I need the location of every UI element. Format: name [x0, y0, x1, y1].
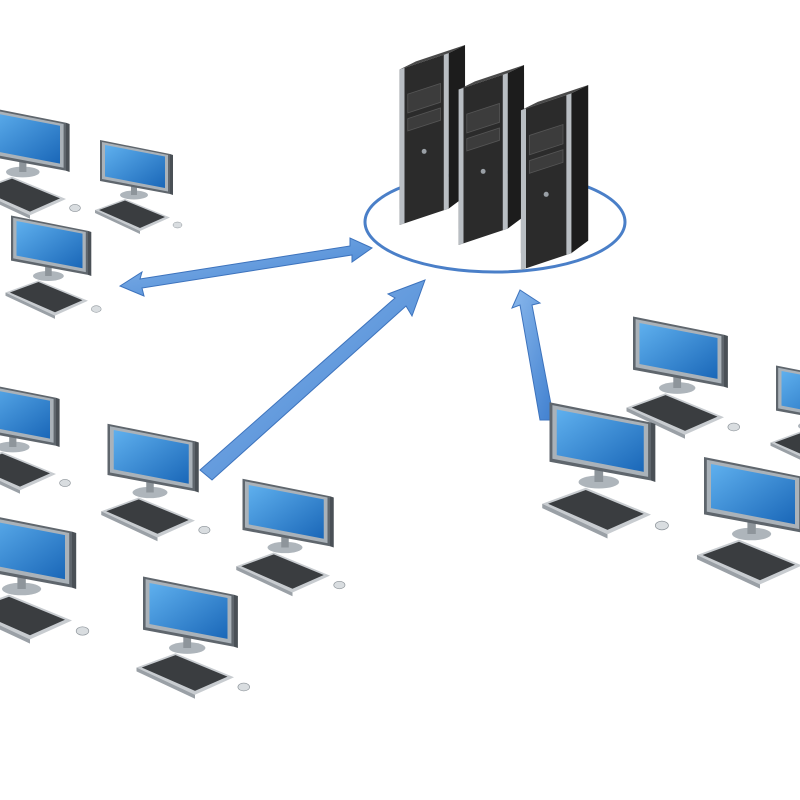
computer-workstation-icon [0, 380, 71, 495]
computer-workstation-icon [0, 105, 81, 220]
computer-workstation-icon [94, 139, 183, 235]
workstation-group-right [541, 316, 800, 590]
computer-workstation-icon [5, 215, 102, 320]
computer-workstation-icon [770, 365, 800, 470]
network-arrows [118, 237, 555, 481]
computer-workstation-icon [235, 478, 346, 597]
network-arrow-icon [199, 279, 426, 481]
workstation-group-left-bottom [0, 380, 346, 700]
server-rack-icon [399, 44, 466, 226]
computer-workstation-icon [626, 316, 740, 440]
server-rack-icon [458, 64, 525, 246]
server-rack-icon [520, 84, 589, 271]
computer-workstation-icon [136, 576, 251, 700]
network-arrow-icon [511, 289, 555, 421]
computer-workstation-icon [696, 456, 800, 590]
computer-workstation-icon [541, 401, 669, 539]
workstation-group-left-top [0, 105, 183, 320]
computer-workstation-icon [100, 423, 211, 542]
server-cluster [363, 44, 627, 274]
computer-workstation-icon [0, 511, 90, 645]
network-arrow-icon [118, 237, 374, 297]
